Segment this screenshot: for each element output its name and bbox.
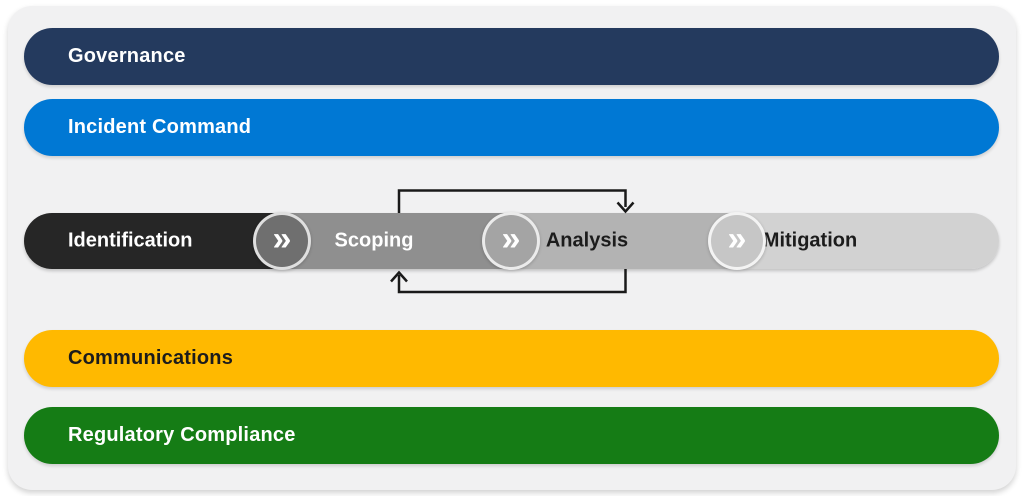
- process-flow-overlay: Identification Scoping Analysis Mitigati…: [24, 212, 999, 270]
- bar-incident-command: Incident Command: [24, 99, 999, 156]
- bar-regulatory-compliance: Regulatory Compliance: [24, 407, 999, 464]
- bar-governance-label: Governance: [68, 45, 186, 67]
- double-chevron-right-icon: »: [727, 220, 747, 258]
- connector-circle-2: »: [482, 212, 540, 270]
- stage-mitigation-label: Mitigation: [762, 229, 858, 252]
- process-flow-bar: [24, 213, 999, 269]
- bar-governance: Governance: [24, 28, 999, 85]
- bar-communications: Communications: [24, 330, 999, 387]
- connector-circle-3: »: [708, 212, 766, 270]
- stage-analysis-label: Analysis: [545, 229, 629, 252]
- stage-identification: [24, 213, 282, 269]
- stage-mitigation: [737, 213, 999, 269]
- double-chevron-right-icon: »: [501, 220, 521, 258]
- stage-identification-label: Identification: [68, 229, 193, 252]
- bar-communications-label: Communications: [68, 347, 234, 369]
- stage-analysis: [511, 213, 737, 269]
- bar-regulatory-compliance-label: Regulatory Compliance: [68, 424, 296, 446]
- stage-scoping-label: Scoping: [334, 229, 414, 252]
- stage-scoping: [282, 213, 511, 269]
- double-chevron-right-icon: »: [272, 220, 292, 258]
- bar-incident-command-label: Incident Command: [68, 116, 252, 138]
- connector-circle-1: »: [253, 212, 311, 270]
